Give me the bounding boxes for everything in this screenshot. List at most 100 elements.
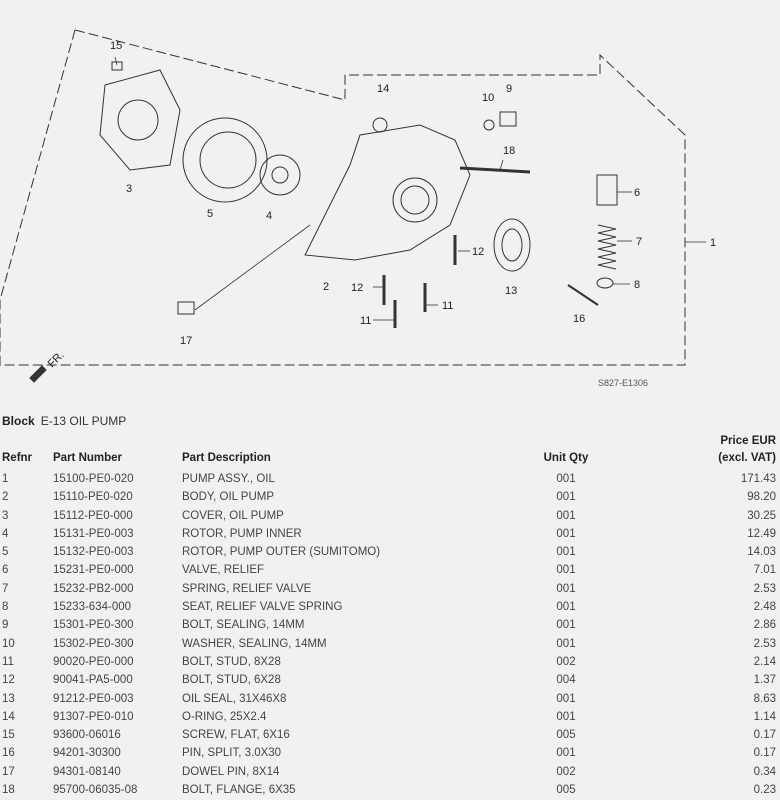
cell-price: 171.43 [740, 473, 776, 485]
cell-description: BOLT, STUD, 8X28 [182, 655, 281, 668]
cell-price: 14.03 [747, 546, 776, 559]
svg-text:14: 14 [377, 83, 389, 95]
cell-description: ROTOR, PUMP INNER [182, 527, 302, 540]
svg-text:6: 6 [634, 187, 640, 199]
dowel-pin [177, 301, 195, 315]
cell-description: PUMP ASSY., OIL [182, 473, 275, 485]
spring-seat [596, 277, 614, 289]
relief-valve [596, 174, 618, 206]
cell-refnr: 2 [2, 491, 9, 504]
svg-text:3: 3 [126, 183, 132, 195]
cell-price: 12.49 [747, 527, 776, 540]
cell-refnr: 9 [2, 619, 9, 632]
cell-description: SPRING, RELIEF VALVE [182, 582, 312, 595]
cell-qty: 001 [556, 601, 576, 614]
header-refnr: Refnr [2, 452, 33, 464]
header-part-number: Part Number [53, 452, 123, 464]
svg-text:1: 1 [710, 237, 716, 249]
cell-qty: 001 [556, 637, 576, 650]
cell-part-number: 15231-PE0-000 [53, 564, 134, 577]
cell-part-number: 15132-PE0-003 [53, 546, 134, 559]
block-value: E-13 OIL PUMP [40, 414, 127, 428]
cell-qty: 002 [556, 655, 576, 668]
svg-text:18: 18 [503, 145, 515, 157]
cell-refnr: 7 [2, 582, 9, 595]
cell-description: OIL SEAL, 31X46X8 [182, 692, 287, 705]
cell-refnr: 5 [2, 546, 9, 559]
cell-description: BOLT, FLANGE, 6X35 [182, 784, 296, 797]
cell-refnr: 6 [2, 564, 9, 577]
cell-qty: 001 [556, 527, 576, 540]
svg-text:12: 12 [472, 246, 484, 258]
outer-rotor [182, 117, 268, 203]
cell-part-number: 15232-PB2-000 [53, 582, 134, 595]
inner-rotor [259, 154, 301, 196]
svg-text:16: 16 [573, 313, 585, 325]
relief-spring [597, 224, 617, 270]
cell-description: SCREW, FLAT, 6X16 [182, 729, 290, 742]
cell-part-number: 15110-PE0-020 [53, 491, 133, 504]
cell-refnr: 14 [2, 710, 15, 723]
cell-part-number: 15233-634-000 [53, 601, 132, 614]
cell-price: 2.48 [753, 601, 776, 614]
cell-qty: 001 [556, 619, 576, 632]
cell-price: 7.01 [753, 564, 776, 577]
cell-refnr: 15 [2, 729, 15, 742]
diagram-code: S827-E1306 [598, 378, 648, 388]
oil-seal [493, 218, 531, 272]
split-pin [567, 284, 599, 306]
cell-description: PIN, SPLIT, 3.0X30 [182, 747, 282, 760]
parts-table: Refnr Part Number Part Description Unit … [0, 433, 780, 799]
svg-text:11: 11 [360, 315, 371, 327]
leader-lines [114, 56, 706, 321]
table-row: 16 94201-30300 PIN, SPLIT, 3.0X30 001 0.17 [0, 744, 780, 762]
svg-text:10: 10 [482, 92, 494, 104]
cell-description: BOLT, STUD, 6X28 [182, 674, 281, 687]
cell-part-number: 93600-06016 [53, 729, 121, 742]
cell-refnr: 17 [2, 765, 15, 778]
cell-part-number: 94201-30300 [53, 747, 121, 760]
svg-text:7: 7 [636, 236, 642, 248]
header-qty: Unit Qty [543, 452, 589, 464]
cell-part-number: 94301-08140 [53, 765, 121, 778]
washer [483, 119, 495, 131]
cell-description: BOLT, SEALING, 14MM [182, 619, 305, 632]
cell-refnr: 11 [2, 655, 14, 668]
cell-part-number: 90020-PE0-000 [53, 655, 134, 668]
cell-refnr: 16 [2, 747, 15, 760]
cell-description: VALVE, RELIEF [182, 564, 265, 577]
cell-qty: 005 [556, 784, 576, 797]
cell-price: 0.17 [753, 747, 776, 760]
callout-15: 15 [110, 40, 122, 52]
assembly-boundary [0, 29, 686, 366]
cell-part-number: 95700-06035-08 [53, 784, 138, 797]
cell-refnr: 10 [2, 637, 15, 650]
cell-price: 2.53 [753, 582, 776, 595]
cell-description: SEAT, RELIEF VALVE SPRING [182, 601, 343, 614]
cell-refnr: 18 [2, 784, 15, 797]
cell-refnr: 1 [2, 473, 9, 485]
cell-price: 2.86 [753, 619, 776, 632]
table-header: Refnr Part Number Part Description Unit … [0, 433, 780, 470]
cell-price: 0.23 [753, 784, 776, 797]
fixing-screw [111, 61, 123, 71]
cell-price: 2.53 [753, 637, 776, 650]
cell-price: 8.63 [753, 692, 776, 705]
cell-qty: 001 [556, 747, 576, 760]
cell-qty: 004 [556, 674, 576, 687]
cell-refnr: 4 [2, 527, 9, 540]
